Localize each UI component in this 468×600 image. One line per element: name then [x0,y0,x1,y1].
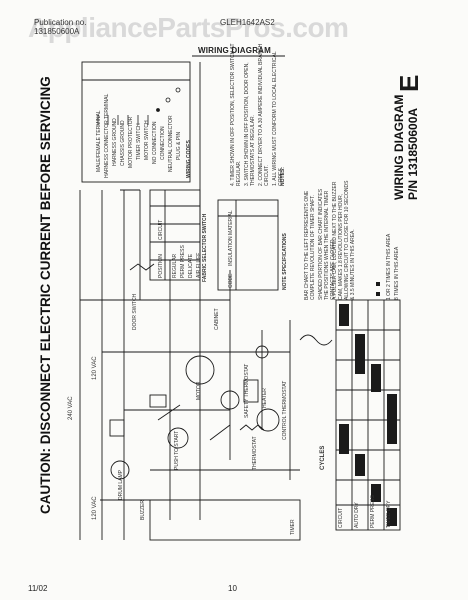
wiring-code-item: CHASSIS GROUND [120,120,126,166]
label-thermostat: THERMOSTAT [252,436,258,470]
footer-page-number: 10 [228,584,237,593]
note-item: 3. SWITCH SHOWN IN OFF POSITION, DOOR OP… [244,62,256,186]
fabric-row: REGULAR [172,253,178,278]
label-door-switch: DOOR SWITCH [132,293,138,330]
label-control-thermostat: CONTROL THERMOSTAT [282,380,288,440]
timer-chart-col: PERM PRESS [370,495,376,528]
note-specs-title: NOTE SPECIFICATIONS [282,233,288,290]
timer-chart-title: CYCLES [320,445,326,470]
fabric-row: DELICATE [188,253,194,278]
label-drum-lamp: DRUM LAMP [118,469,124,500]
publication-number: Publication no. 131850600A [34,18,87,36]
wiring-code-item: CONNECTION [160,126,166,160]
footer-date: 11/02 [28,584,48,593]
wiring-code-item: PLUG & PIN [176,131,182,160]
wiring-code-item: MOTOR SWITCH [144,120,150,160]
voltage-120-lower: 120 VAC [92,496,98,520]
timer-chart-col: AUTO DRY [354,502,360,528]
label-timer: TIMER [290,519,296,535]
sheet-letter: E [394,74,424,92]
bar-chart-note: BAR CHART TO THE LEFT REPRESENTS ONE COM… [304,190,316,300]
pulser-note: A PULSER CAM, LOCATED NEXT TO THE BUZZER… [332,180,356,300]
label-cabinet: CABINET [214,308,220,330]
timer-chart-col: CIRCUIT [338,507,344,528]
wiring-code-item: HARNESS CONNECTOR TERMINAL [104,93,110,178]
note-specs-header: CODE [228,273,234,288]
wiring-codes-title: WIRING CODES [186,140,192,178]
label-motor: MOTOR [196,381,202,400]
note-item: 1. ALL WIRING MUST CONFORM TO LOCAL ELEC… [272,51,284,186]
model-number: GLEH1642AS2 [220,18,275,27]
legend-note: 8 TIMES IN THIS AREA [394,246,400,300]
wiring-code-item: NEUTRAL CONNECTOR [168,115,174,172]
legend-note: 1 OR 2 TIMES IN THIS AREA [386,233,392,300]
fabric-selector-title: FABRIC SELECTOR SWITCH [202,213,208,282]
label-push-to-start: PUSH TO START [174,430,180,470]
label-heater: HEATER [262,388,268,408]
wiring-code-item: HARNESS GROUND [112,118,118,166]
note-item: 4. TIMER SHOWN IN OFF POSITION, SELECTOR… [230,43,242,186]
diagram-label: WIRING DIAGRAM P/N 131850600A [392,94,420,200]
wiring-code-item: TIMER SWITCH [136,123,142,160]
fabric-row: PERM PRESS [180,245,186,278]
fabric-header: CIRCUIT [158,219,164,240]
note-specs-header: INSULATION MATERIAL [228,210,234,266]
fabric-header: POSITION [158,254,164,278]
voltage-120-upper: 120 VAC [92,356,98,380]
watermark: AppliancePartsPros.com [28,12,349,43]
wiring-code-item: MOTOR PROTECTOR [128,116,134,168]
caution-banner: CAUTION: DISCONNECT ELECTRIC CURRENT BEF… [38,76,53,514]
fabric-row: AIR FLUFF [196,252,202,278]
wiring-code-item: NO CONNECTION [152,121,158,165]
label-safety-thermostat: SAFETY THERMOSTAT [244,363,250,418]
voltage-240: 240 VAC [68,396,74,420]
label-buzzer: BUZZER [140,500,146,520]
page-title: WIRING DIAGRAM [198,46,272,55]
timer-chart-col: TIMED DRY [386,500,392,528]
note-item: 2. CONNECT DRYER TO A 30 AMPERE INDIVIDU… [258,43,270,186]
wiring-code-item: MALE/FEMALE TERMINAL [96,110,102,172]
